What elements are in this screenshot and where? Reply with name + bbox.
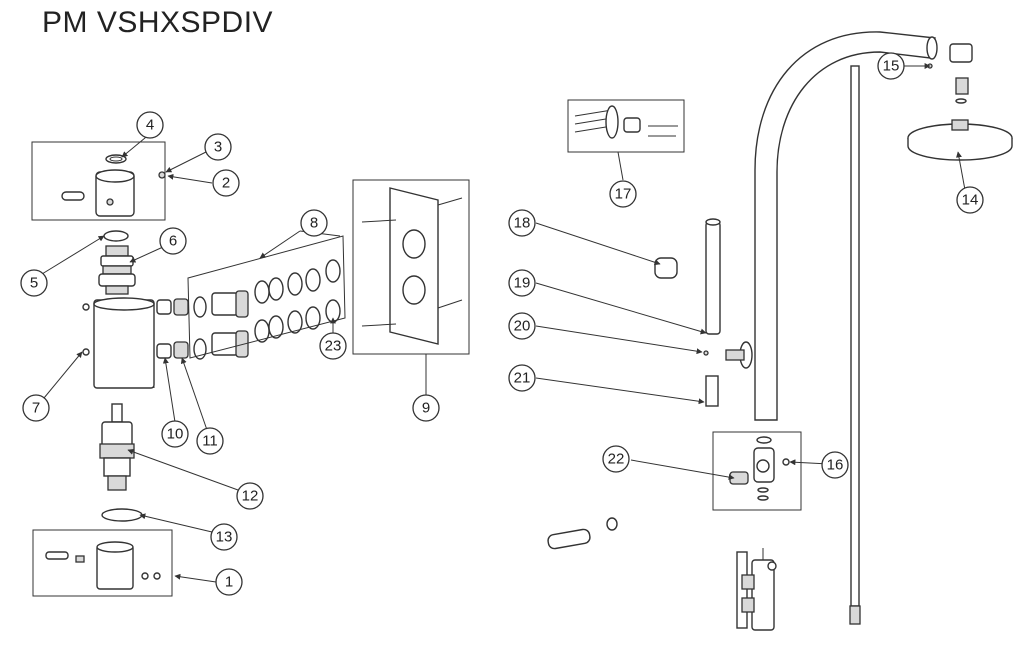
- hose-connector: [705, 375, 719, 407]
- callout-label: 18: [514, 215, 531, 232]
- callout-label: 21: [514, 370, 531, 387]
- callout-10: 10: [161, 420, 189, 448]
- diagram-title: PM VSHXSPDIV: [42, 6, 274, 39]
- diverter-parts-lower: [156, 299, 341, 360]
- callout-16: 16: [821, 451, 849, 479]
- callout-label: 14: [962, 192, 979, 209]
- callout-label: 20: [514, 318, 531, 335]
- callout-label: 16: [827, 457, 844, 474]
- hand-shower: [654, 218, 721, 335]
- callout-label: 8: [310, 215, 318, 232]
- valve-body: [82, 297, 155, 389]
- leader-lines: [41, 63, 966, 583]
- callout-label: 6: [169, 233, 177, 250]
- callout-21: 21: [508, 364, 536, 392]
- callout-label: 2: [222, 175, 230, 192]
- callout-label: 11: [202, 433, 218, 450]
- callout-5: 5: [20, 269, 48, 297]
- callout-label: 7: [32, 400, 40, 417]
- callout-label: 1: [225, 574, 233, 591]
- faceplate-assembly: [352, 179, 470, 355]
- callout-label: 12: [242, 488, 259, 505]
- callout-label: 3: [214, 139, 222, 156]
- handle-assembly-top: [31, 141, 166, 221]
- callout-7: 7: [22, 394, 50, 422]
- callout-12: 12: [236, 482, 264, 510]
- callout-label: 23: [325, 338, 342, 355]
- callout-22: 22: [602, 445, 630, 473]
- callout-9: 9: [412, 394, 440, 422]
- callout-17: 17: [609, 180, 637, 208]
- washer: [606, 517, 618, 531]
- callout-1: 1: [215, 568, 243, 596]
- callout-20: 20: [508, 312, 536, 340]
- callout-19: 19: [508, 269, 536, 297]
- shower-riser: [754, 31, 1013, 421]
- callout-15: 15: [877, 52, 905, 80]
- callout-label: 19: [514, 275, 531, 292]
- callout-23: 23: [319, 332, 347, 360]
- callout-label: 9: [422, 400, 430, 417]
- callout-3: 3: [204, 133, 232, 161]
- callout-label: 22: [608, 451, 625, 468]
- callout-label: 13: [216, 529, 233, 546]
- callout-label: 17: [615, 186, 632, 203]
- callout-2: 2: [212, 169, 240, 197]
- callout-11: 11: [196, 427, 224, 455]
- bottom-bracket: [736, 548, 777, 631]
- slide-bracket: [703, 341, 753, 369]
- retaining-clip: [101, 508, 143, 522]
- callout-18: 18: [508, 209, 536, 237]
- callout-label: 10: [167, 426, 184, 443]
- callout-label: 15: [883, 58, 900, 75]
- shower-hose: [849, 65, 861, 625]
- handle-assembly-bottom: [32, 529, 173, 597]
- lower-pin: [547, 528, 591, 550]
- callout-4: 4: [136, 111, 164, 139]
- group-8-box: [187, 235, 346, 359]
- callout-label: 4: [146, 117, 154, 134]
- callout-13: 13: [210, 523, 238, 551]
- oring-and-cartridge: [98, 230, 136, 295]
- callout-6: 6: [159, 227, 187, 255]
- diverter-parts-upper: [156, 259, 341, 318]
- callout-14: 14: [956, 186, 984, 214]
- wall-bracket-fixings: [567, 99, 685, 153]
- riser-diverter: [712, 431, 802, 511]
- callout-8: 8: [300, 209, 328, 237]
- thermostatic-cartridge: [99, 403, 135, 491]
- callout-label: 5: [30, 275, 38, 292]
